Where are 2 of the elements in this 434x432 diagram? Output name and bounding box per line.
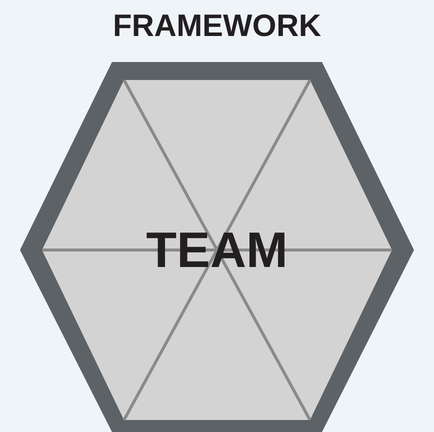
center-label: TEAM <box>146 221 288 280</box>
heading: FRAMEWORK <box>112 8 322 44</box>
